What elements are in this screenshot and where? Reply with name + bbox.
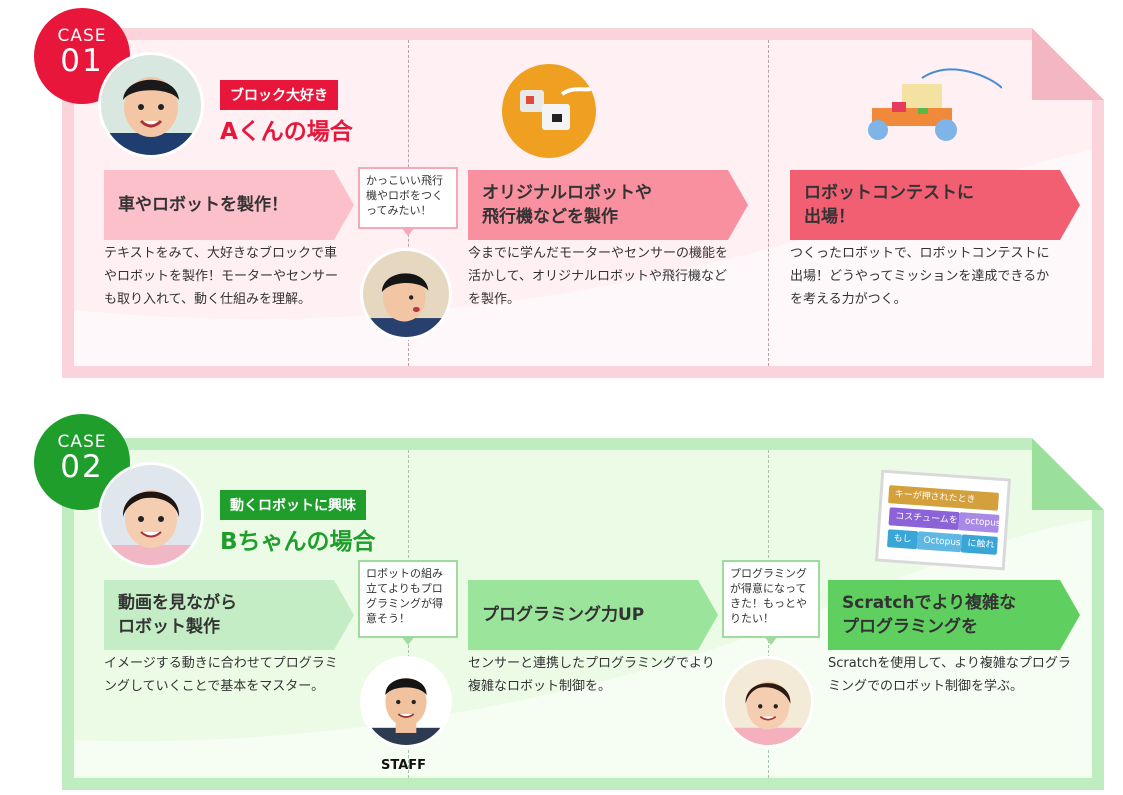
- case-badge-01: CASE 01: [34, 8, 130, 104]
- step-description: テキストをみて、大好きなブロックで車やロボットを製作！モーターやセンサーも取り入…: [104, 246, 339, 307]
- code-block: に触れ: [960, 534, 998, 555]
- step-title: 動画を見ながら: [118, 593, 237, 613]
- code-block: octopus: [958, 512, 1001, 533]
- boy-avatar-icon: [98, 52, 204, 158]
- girl-avatar-icon: [722, 656, 814, 748]
- case-number: 02: [60, 449, 104, 485]
- interest-tag: 動くロボットに興味: [220, 490, 366, 520]
- step-description: つくったロボットで、ロボットコンテストに出場！どうやってミッションを達成できるか…: [790, 246, 1050, 307]
- code-block: もし: [886, 529, 919, 550]
- step-title: プログラミング力UP: [482, 605, 645, 625]
- step-title: ロボットコンテストに: [804, 183, 974, 203]
- step-title: 車やロボットを製作！: [118, 195, 288, 215]
- race-car-robot-icon: [862, 58, 1003, 148]
- staff-avatar-icon: [360, 656, 452, 748]
- step-2: オリジナルロボットや飛行機などを製作: [468, 170, 748, 240]
- speech-bubble: かっこいい飛行機やロボをつくってみたい！: [358, 167, 458, 236]
- case-name: Bちゃんの場合: [220, 529, 376, 555]
- divider: [768, 40, 769, 366]
- code-block: コスチュームを: [888, 507, 960, 531]
- case-number: 01: [60, 43, 104, 79]
- interest-tag: ブロック大好き: [220, 80, 338, 110]
- case-label: CASE: [57, 26, 107, 46]
- step-description: 今までに学んだモーターやセンサーの機能を活かして、オリジナルロボットや飛行機など…: [468, 246, 729, 307]
- page-fold: [1032, 438, 1104, 510]
- case-label: CASE: [57, 432, 107, 452]
- step-1: 車やロボットを製作！: [104, 170, 354, 240]
- robot-block-icon: [502, 64, 596, 158]
- decorative-wave: [74, 520, 1092, 776]
- page-fold: [1032, 28, 1104, 100]
- step-title: 飛行機などを製作: [482, 207, 618, 227]
- girl-avatar-icon: [98, 462, 204, 568]
- boy-avatar-icon: [360, 248, 452, 340]
- step-title: オリジナルロボットや: [482, 183, 652, 203]
- step-3: ロボットコンテストに出場！: [790, 170, 1080, 240]
- decorative-wave: [74, 150, 1092, 366]
- code-block: Octopus: [916, 531, 963, 553]
- speech-bubble: プログラミングが得意になってきた！もっとやりたい！: [722, 560, 820, 645]
- step-1: 動画を見ながらロボット製作: [104, 580, 354, 650]
- step-title: Scratchでより複雑な: [842, 593, 1017, 613]
- staff-label: STAFF: [381, 758, 427, 773]
- step-title: ロボット製作: [118, 617, 220, 637]
- step-3: Scratchでより複雑なプログラミングを: [828, 580, 1080, 650]
- step-title: 出場！: [804, 207, 855, 227]
- step-description: イメージする動きに合わせてプログラミングしていくことで基本をマスター。: [104, 656, 338, 694]
- step-title: プログラミングを: [842, 617, 978, 637]
- step-description: Scratchを使用して、より複雑なプログラミングでのロボット制御を学ぶ。: [828, 656, 1071, 694]
- step-2: プログラミング力UP: [468, 580, 718, 650]
- code-block: キーが押されたとき: [888, 485, 1000, 511]
- step-description: センサーと連携したプログラミングでより複雑なロボット制御を。: [468, 656, 715, 694]
- speech-bubble: ロボットの組み立てよりもプログラミングが得意そう！: [358, 560, 458, 645]
- case-name: Aくんの場合: [220, 119, 353, 145]
- scratch-code-icon: キーが押されたとき コスチュームを octopus もし Octopus に触れ: [874, 469, 1012, 571]
